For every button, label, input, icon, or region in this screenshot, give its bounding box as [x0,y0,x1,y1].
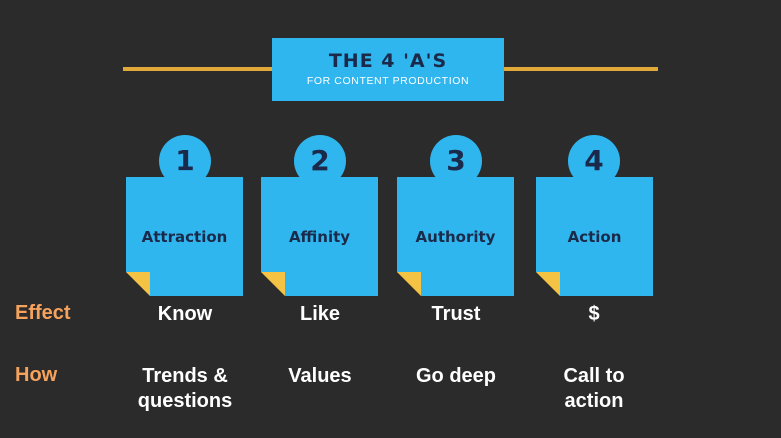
card-label-authority: Authority [415,228,496,246]
folded-corner [536,272,560,296]
number-badge-2: 2 [294,135,346,187]
how-attraction: Trends & questions [137,365,233,412]
card-label-affinity: Affinity [288,228,351,246]
card-affinity: Affinity [261,177,378,296]
card-attraction: Attraction [126,177,243,296]
how-action: Call to action [563,365,625,412]
folded-corner [126,272,150,296]
title-banner: THE 4 'A'S FOR CONTENT PRODUCTION [272,38,504,101]
effect-affinity: Like [299,303,341,325]
card-label-attraction: Attraction [141,228,228,246]
row-label-effect: Effect [15,302,71,324]
card-action: Action [536,177,653,296]
effect-attraction: Know [157,303,213,325]
how-affinity: Values [288,365,352,387]
page-subtitle: FOR CONTENT PRODUCTION [306,75,470,87]
row-label-how: How [15,364,58,386]
effect-authority: Trust [431,303,481,325]
folded-corner [261,272,285,296]
number-badge-4: 4 [568,135,620,187]
how-authority: Go deep [415,365,496,387]
number-badge-1: 1 [159,135,211,187]
number-badge-3: 3 [430,135,482,187]
page-title: THE 4 'A'S [328,50,448,72]
folded-corner [397,272,421,296]
effect-action: $ [588,303,600,325]
card-authority: Authority [397,177,514,296]
card-label-action: Action [567,228,622,246]
